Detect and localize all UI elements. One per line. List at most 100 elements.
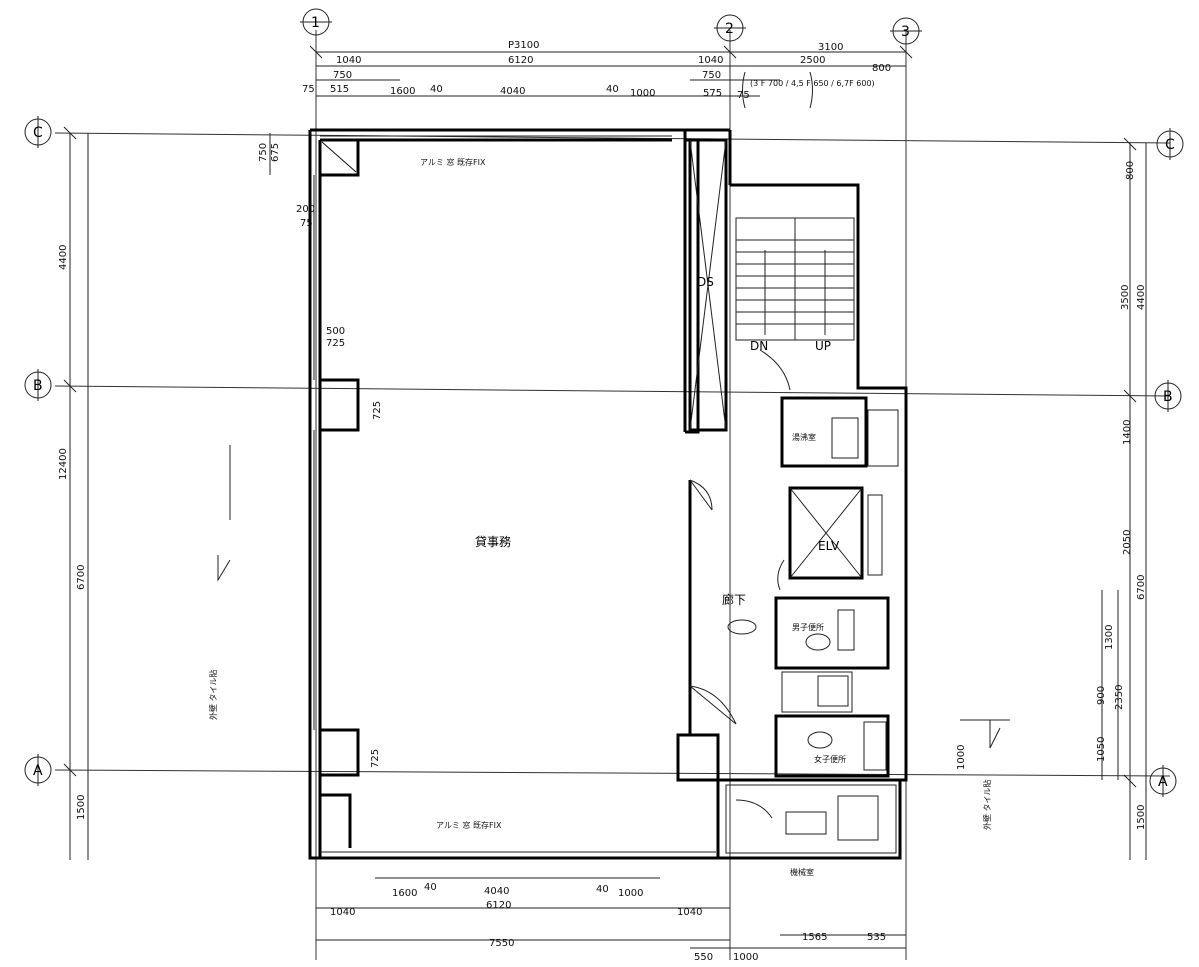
dim-top-2500: 2500: [800, 55, 825, 66]
dim-top-p3100: P3100: [508, 40, 539, 51]
stair-dn-label: DN: [750, 339, 768, 353]
dimensions-left: 4400 12400 6700 1500 750 675 200 75 500 …: [58, 133, 383, 860]
dim-right-2350: 2350: [1114, 685, 1125, 710]
dim-right-1300: 1300: [1104, 625, 1115, 650]
dim-bottom-7550: 7550: [489, 938, 514, 949]
dim-right-1000: 1000: [956, 745, 967, 770]
grid-label-2: 2: [725, 21, 734, 37]
grid-label-C: C: [33, 125, 43, 141]
dim-right-2050: 2050: [1122, 530, 1133, 555]
grid-bubble-A-left: A: [24, 754, 52, 786]
dim-top-3100: 3100: [818, 42, 843, 53]
office-label: 貸事務: [475, 534, 511, 549]
top-window-note: アルミ 窓 既存FIX: [420, 157, 486, 167]
kitchenette: 湯沸室: [780, 396, 899, 468]
dim-bottom-550: 550: [694, 952, 713, 963]
dim-left-725c: 725: [370, 749, 381, 768]
dimensions-top: P3100 6120 1040 3100 1040 2500 800 750 7…: [302, 40, 906, 109]
mens-toilet: 男子便所: [774, 596, 890, 670]
machine-room: 機械室: [725, 784, 897, 877]
dim-top-515: 515: [330, 84, 349, 95]
kitchen-label: 湯沸室: [792, 432, 816, 442]
mens-toilet-label: 男子便所: [792, 622, 824, 632]
dim-right-1400: 1400: [1122, 420, 1133, 445]
grid-bubble-B-right: B: [1154, 380, 1182, 412]
dim-top-75: 75: [302, 84, 315, 95]
leader-marks: [217, 445, 1010, 749]
dimensions-bottom: 1600 40 4040 40 1000 1040 6120 1040 7550…: [316, 877, 906, 963]
grid-label-A-right: A: [1158, 774, 1168, 790]
grid-bubble-3: 3: [890, 17, 922, 45]
dim-right-1500: 1500: [1136, 805, 1147, 830]
dim-top-1040: 1040: [698, 55, 723, 66]
dim-bottom-40b: 40: [596, 884, 609, 895]
bottom-window-note: アルミ 窓 既存FIX: [436, 820, 502, 830]
dim-left-675: 675: [270, 143, 281, 162]
dim-left-75: 75: [300, 218, 313, 229]
grid-bubble-C-right: C: [1156, 128, 1184, 160]
elevator-shaft: ELV: [788, 486, 883, 580]
womens-toilet-label: 女子便所: [814, 754, 846, 764]
machine-room-label: 機械室: [790, 867, 814, 877]
dimension-ticks: [63, 45, 1137, 788]
dim-right-1050: 1050: [1096, 737, 1107, 762]
dim-left-4400: 4400: [58, 245, 69, 270]
grid-label-C-right: C: [1165, 137, 1175, 153]
grid-bubble-2: 2: [714, 14, 746, 42]
exterior-walls: [308, 128, 908, 860]
ds-shaft: DS: [688, 138, 728, 432]
dim-top-75-right: 75: [737, 90, 750, 101]
dim-left-725b: 725: [372, 401, 383, 420]
staircase: DN UP: [735, 217, 855, 391]
dim-right-4400: 4400: [1136, 285, 1147, 310]
grid-bubble-C-left: C: [24, 116, 52, 148]
dim-top-750-right: 750: [702, 70, 721, 81]
corridor-label: 廊下: [722, 592, 746, 607]
grid-label-1: 1: [311, 15, 320, 31]
dim-bottom-6120: 6120: [486, 900, 511, 911]
dim-left-12400: 12400: [58, 448, 69, 480]
grid-lines: [54, 30, 1171, 960]
dim-top-4040: 4040: [500, 86, 525, 97]
dim-left-500: 500: [326, 326, 345, 337]
left-wall-note: 外壁 タイル貼: [208, 669, 218, 720]
stair-up-label: UP: [815, 339, 831, 353]
right-wall-note: 外壁 タイル貼: [982, 779, 992, 830]
dim-bottom-1565: 1565: [802, 932, 827, 943]
dim-left-750: 750: [258, 143, 269, 162]
dim-bottom-4040: 4040: [484, 886, 509, 897]
dim-right-3500: 3500: [1120, 285, 1131, 310]
grid-label-B: B: [33, 378, 43, 394]
dim-bottom-1040-left: 1040: [330, 907, 355, 918]
corridor-circle: [727, 619, 757, 635]
dim-bottom-535: 535: [867, 932, 886, 943]
dim-top-1040-left: 1040: [336, 55, 361, 66]
dim-bottom-1040-right: 1040: [677, 907, 702, 918]
dim-top-800: 800: [872, 63, 891, 74]
dim-right-6700: 6700: [1136, 575, 1147, 600]
dim-top-1000: 1000: [630, 88, 655, 99]
dim-left-200: 200: [296, 204, 315, 215]
grid-bubble-1: 1: [300, 8, 332, 36]
dim-top-575: 575: [703, 88, 722, 99]
grid-label-A: A: [33, 763, 43, 779]
dim-left-725: 725: [326, 338, 345, 349]
ds-label: DS: [697, 275, 714, 289]
elevator-label: ELV: [818, 539, 840, 553]
grid-label-B-right: B: [1163, 389, 1173, 405]
dim-top-40a: 40: [430, 84, 443, 95]
doors: [689, 479, 785, 819]
womens-toilet: 女子便所: [774, 714, 890, 778]
dim-top-750-left: 750: [333, 70, 352, 81]
dim-bottom-1000: 1000: [618, 888, 643, 899]
dim-bottom-1000b: 1000: [733, 952, 758, 963]
grid-label-3: 3: [901, 24, 910, 40]
dim-right-800: 800: [1125, 161, 1136, 180]
dim-bottom-1600: 1600: [392, 888, 417, 899]
dimensions-right: 800 3500 4400 1400 2050 6700 1300 900 23…: [956, 143, 1147, 860]
dim-left-6700: 6700: [76, 565, 87, 590]
window-marks: [313, 135, 716, 853]
grid-bubble-B-left: B: [24, 369, 52, 401]
dim-top-6120: 6120: [508, 55, 533, 66]
dim-right-900: 900: [1096, 686, 1107, 705]
